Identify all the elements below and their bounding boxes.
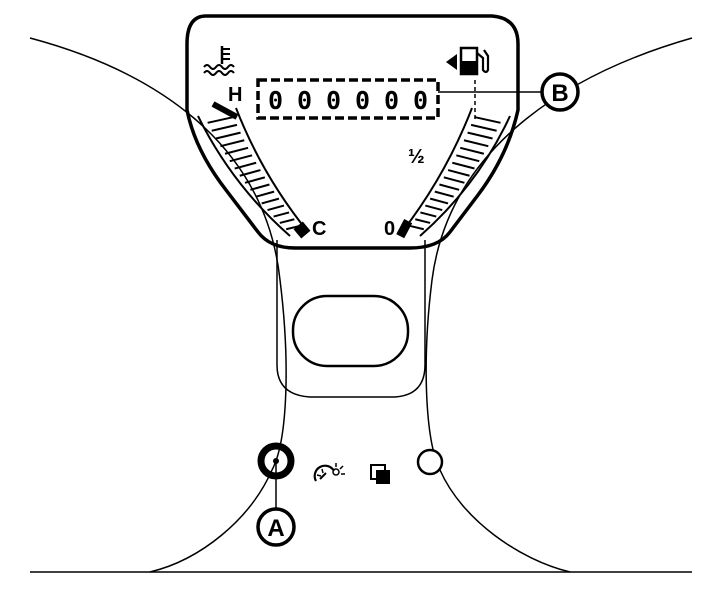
temp-scale-tick bbox=[261, 197, 280, 205]
fuel-scale-tick bbox=[470, 123, 497, 132]
temp-scale-tick bbox=[229, 154, 253, 163]
odometer-dashed-frame bbox=[256, 78, 440, 120]
fuel-scale-inner-arc bbox=[401, 107, 473, 233]
fuel-scale-tick bbox=[463, 139, 489, 148]
housing-right-curve bbox=[425, 37, 693, 573]
temp-scale-tick bbox=[239, 169, 261, 177]
fuel-half-label: ½ bbox=[408, 146, 425, 168]
callout-b-circle bbox=[540, 72, 580, 112]
temp-scale-tick bbox=[255, 190, 275, 198]
fuel-scale-tick bbox=[443, 176, 465, 184]
fuel-scale-tick bbox=[429, 197, 449, 205]
temp-low-label: C bbox=[312, 218, 326, 240]
indicator-ring bbox=[416, 448, 444, 476]
temp-scale-outer-arc bbox=[197, 115, 291, 237]
fuel-scale-tick bbox=[456, 154, 480, 163]
temp-scale-tick bbox=[279, 218, 295, 224]
fuel-scale-tick bbox=[425, 204, 443, 212]
fuel-gauge-scale bbox=[396, 107, 511, 239]
fuel-scale-tick bbox=[452, 161, 475, 170]
fuel-scale-tick bbox=[420, 211, 437, 218]
fuel-scale-tick bbox=[474, 116, 501, 124]
temp-scale-tick bbox=[273, 211, 290, 218]
fuel-scale-tick bbox=[434, 190, 454, 198]
odometer-digits: 000000 bbox=[268, 86, 428, 115]
fuel-scale-tick bbox=[467, 131, 493, 140]
trip-reset-icon bbox=[370, 464, 390, 484]
temp-needle-high bbox=[211, 101, 239, 120]
fuel-scale-tick bbox=[439, 183, 460, 191]
temp-needle-low bbox=[293, 221, 311, 239]
fuel-scale-outer-arc bbox=[419, 115, 511, 237]
arrow-left-icon bbox=[446, 54, 457, 70]
center-display-window bbox=[291, 294, 410, 368]
temp-high-label: H bbox=[228, 84, 242, 106]
fuel-needle-empty bbox=[396, 219, 413, 239]
temp-scale-tick bbox=[215, 131, 241, 140]
fuel-empty-label: 0 bbox=[384, 218, 395, 240]
fuel-scale-tick bbox=[447, 169, 470, 177]
fuel-scale-tick bbox=[415, 218, 431, 224]
temperature-gauge-scale bbox=[197, 101, 311, 239]
callout-a-circle bbox=[256, 507, 296, 547]
temp-scale-tick bbox=[250, 183, 270, 191]
temp-scale-inner-arc bbox=[235, 107, 309, 233]
fuel-pump-icon bbox=[446, 46, 490, 76]
fuel-scale-tick bbox=[409, 224, 425, 231]
temp-scale-tick bbox=[234, 161, 257, 170]
temp-scale-tick bbox=[224, 146, 249, 155]
callout-b-label: B bbox=[551, 80, 568, 107]
odometer-display: 000000 bbox=[256, 78, 440, 120]
temp-scale-tick bbox=[267, 204, 285, 212]
temp-scale-tick bbox=[207, 116, 234, 124]
coolant-temperature-icon bbox=[203, 46, 235, 76]
housing-left-curve bbox=[29, 37, 287, 573]
callout-a-label: A bbox=[267, 515, 284, 542]
temp-scale-tick bbox=[211, 123, 238, 132]
center-column bbox=[276, 240, 426, 398]
fuel-scale-tick bbox=[459, 146, 485, 155]
temp-scale-tick bbox=[220, 139, 245, 148]
meter-bezel bbox=[185, 14, 520, 250]
dimmer-illumination-icon bbox=[313, 463, 345, 482]
temp-scale-tick bbox=[244, 176, 266, 184]
